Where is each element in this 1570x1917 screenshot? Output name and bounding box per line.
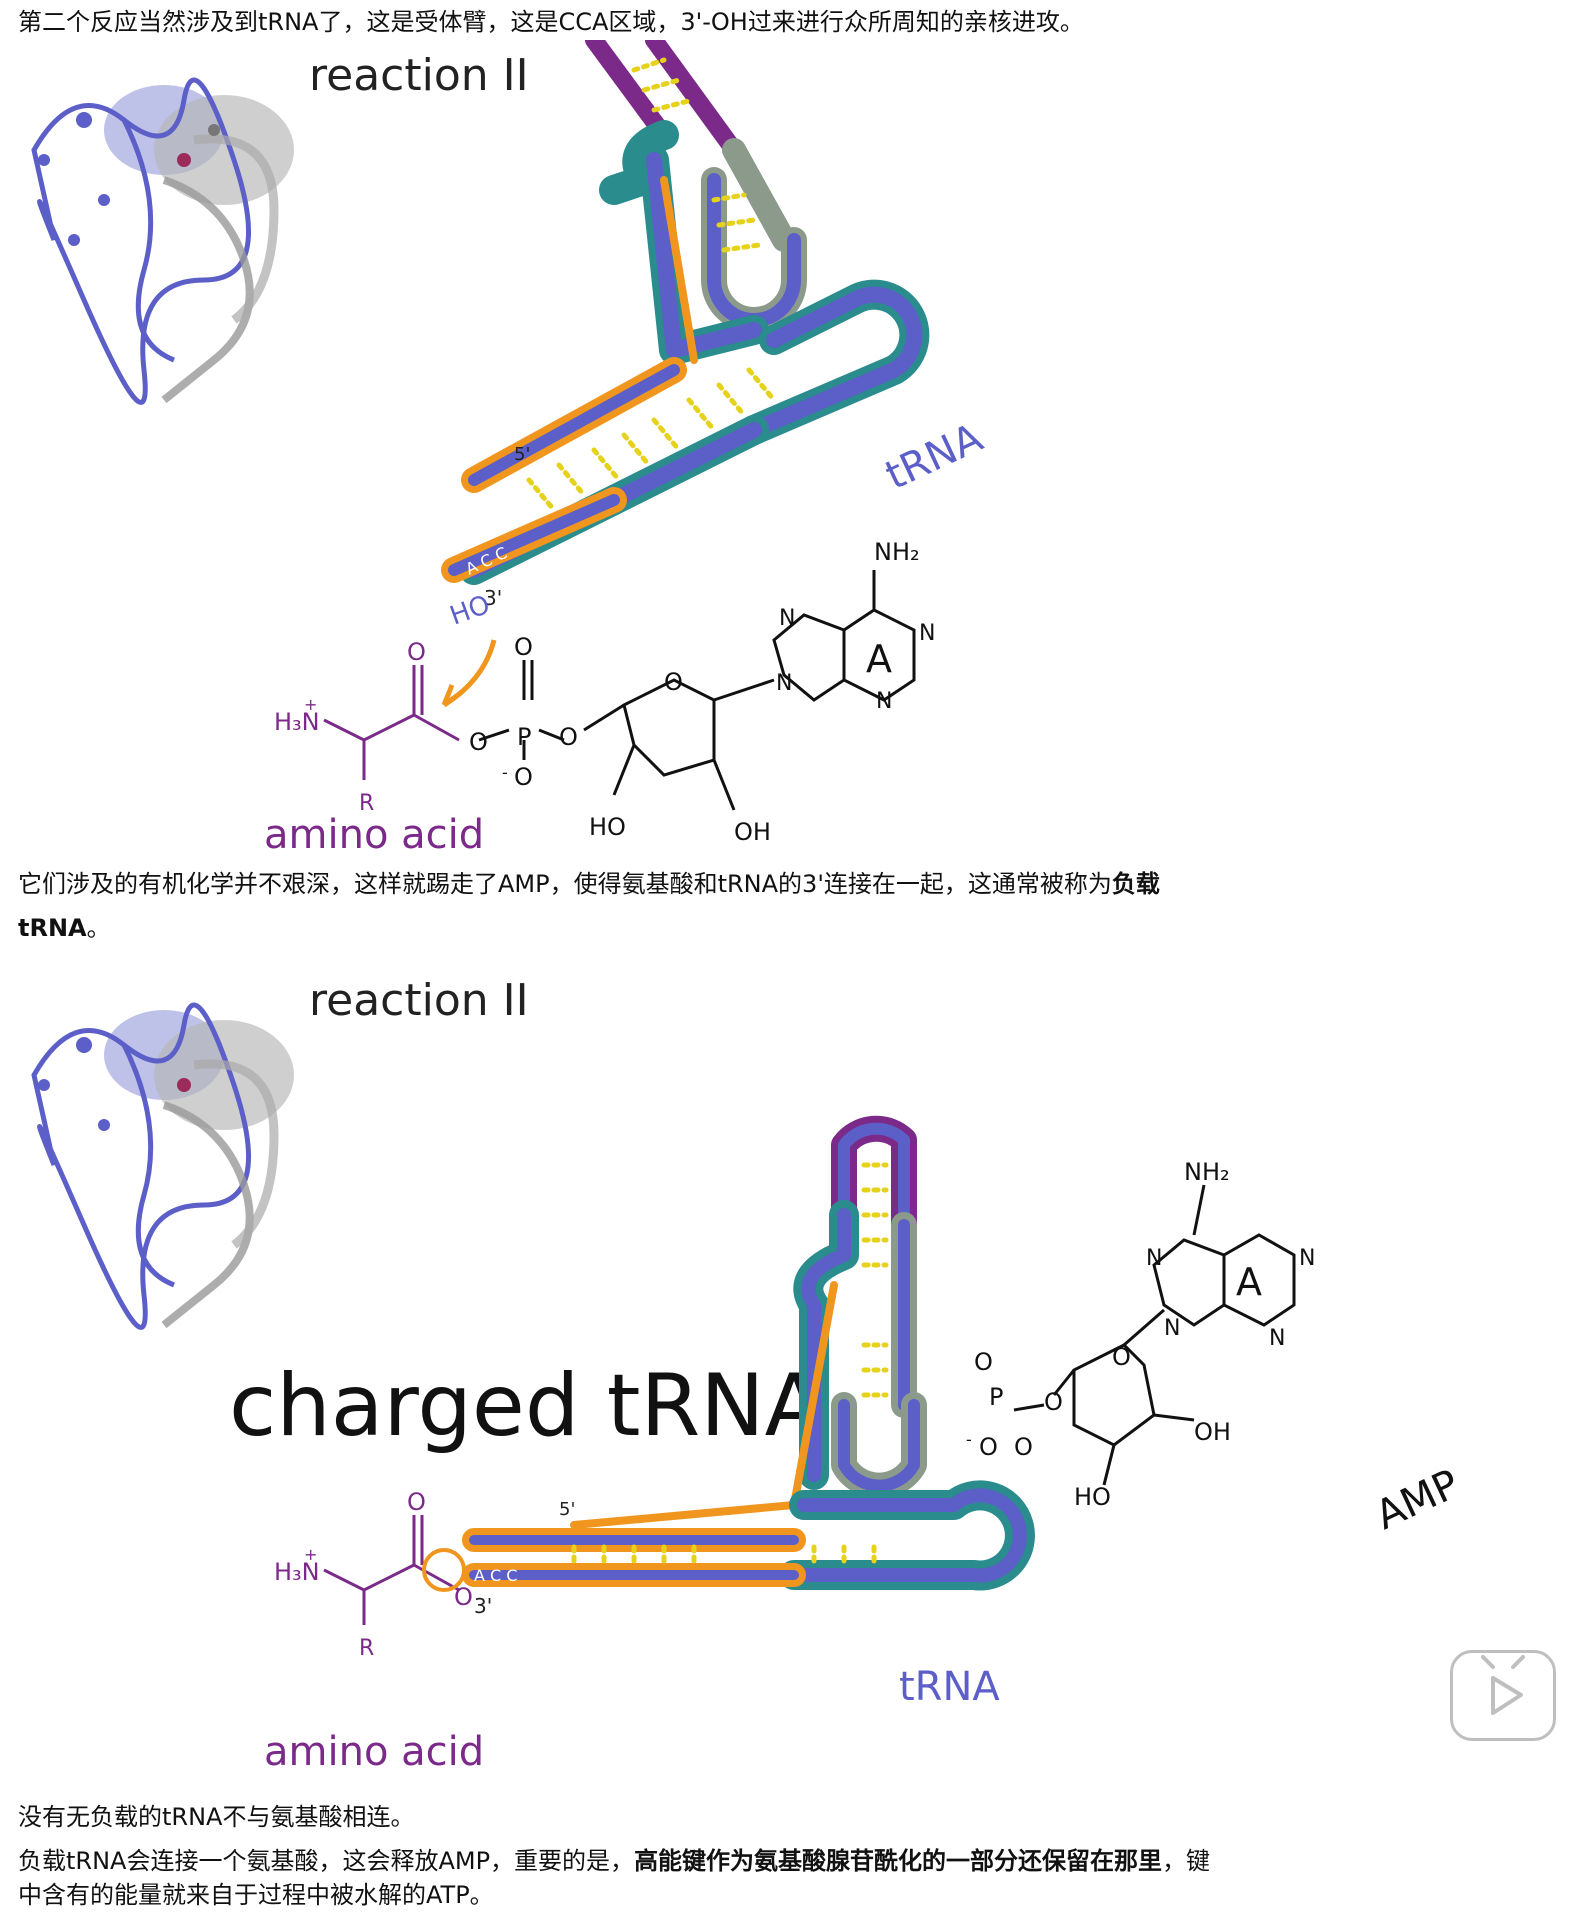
bridge-o-label: O [559, 723, 578, 751]
paragraph-uncharged-note: 没有无负载的tRNA不与氨基酸相连。 [18, 1803, 415, 1831]
nh2-label: NH₂ [1184, 1158, 1230, 1186]
attack-arrow [442, 639, 497, 708]
bold-term-trna: tRNA [18, 914, 87, 942]
paragraph-text: 。 [86, 914, 111, 942]
n7-label: N [779, 606, 795, 631]
plus-label: + [304, 1545, 317, 1564]
hydroxyl-2-label: HO [1074, 1483, 1111, 1511]
trna-label: tRNA [899, 1664, 1000, 1710]
n7-label: N [1146, 1246, 1162, 1271]
paragraph-text: ，键 [1162, 1847, 1211, 1875]
bridge-o-label: O [1044, 1388, 1063, 1416]
paragraph-charged-explanation: 它们涉及的有机化学并不艰深，这样就踢走了AMP，使得氨基酸和tRNA的3'连接在… [18, 862, 1160, 906]
trna-diagram [462, 1115, 1035, 1591]
phosphate-o-left: O [979, 1433, 998, 1461]
h3n-label: H₃N [274, 708, 320, 736]
figure-reaction-2-charged: reaction II charged tRNA 5' A C C 3' tR [31, 975, 1466, 1775]
hydroxyl-3-label: OH [1194, 1418, 1231, 1446]
adenine-a-label: A [866, 637, 892, 681]
paragraph-intro: 第二个反应当然涉及到tRNA了，这是受体臂，这是CCA区域，3'-OH过来进行众… [18, 8, 1084, 36]
paragraph-text: 它们涉及的有机化学并不艰深，这样就踢走了AMP，使得氨基酸和tRNA的3'连接在… [18, 870, 1112, 898]
attack-arrow-head [441, 684, 464, 708]
amino-acid-label: amino acid [264, 812, 484, 858]
phosphorus-label: P [989, 1383, 1003, 1411]
five-prime-label: 5' [514, 444, 530, 465]
ester-bond-highlight [422, 1548, 466, 1592]
r-group-label: R [359, 791, 374, 816]
amino-acid-label: amino acid [264, 1729, 484, 1775]
amino-acid-structure [323, 1515, 460, 1625]
hydroxyl-3-label: OH [734, 818, 771, 846]
phosphorus-label: P [517, 723, 531, 751]
r-group-label: R [359, 1636, 374, 1661]
video-play-button[interactable] [1450, 1650, 1556, 1741]
h3n-label: H₃N [274, 1558, 320, 1586]
carbonyl-o-label: O [407, 638, 426, 666]
nh2-label: NH₂ [874, 538, 920, 566]
carbonyl-o-label: O [407, 1488, 426, 1516]
n9-label: N [776, 671, 792, 696]
hydroxyl-2-label: HO [589, 813, 626, 841]
amp-label: AMP [1369, 1461, 1466, 1539]
trna-label: tRNA [879, 415, 990, 500]
paragraph-charged-explanation-line2: tRNA。 [18, 906, 111, 950]
phosphate-o-top: O [974, 1348, 993, 1376]
amp-structure [478, 570, 916, 811]
ester-o-label: O [469, 728, 488, 756]
play-icon [1491, 1676, 1523, 1715]
trna-diagram [441, 40, 930, 585]
n1-label: N [919, 621, 935, 646]
amino-acid-structure [323, 665, 460, 780]
released-amp-structure [1013, 1184, 1296, 1486]
n3-label: N [876, 689, 892, 714]
ring-o-label: O [664, 668, 683, 696]
minus-label: - [502, 763, 508, 782]
paragraph-text: 负载tRNA会连接一个氨基酸，这会释放AMP，重要的是， [18, 1847, 635, 1875]
figure-title: reaction II [309, 50, 529, 101]
paragraph-energy-note: 负载tRNA会连接一个氨基酸，这会释放AMP，重要的是，高能键作为氨基酸腺苷酰化… [18, 1839, 1210, 1883]
charged-trna-label: charged tRNA [229, 1356, 824, 1456]
n1-label: N [1299, 1246, 1315, 1271]
protein-structure-image [31, 77, 294, 405]
n3-label: N [1269, 1326, 1285, 1351]
figure-reaction-2-uncharged: reaction II [31, 40, 990, 858]
bold-emphasis: 高能键作为氨基酸腺苷酰化的一部分还保留在那里 [634, 1847, 1163, 1875]
bold-term: 负载 [1111, 870, 1160, 898]
n9-label: N [1164, 1316, 1180, 1341]
figure-title: reaction II [309, 975, 529, 1026]
acc-label: A C C [474, 1566, 517, 1585]
paragraph-energy-note-line2: 中含有的能量就来自于过程中被水解的ATP。 [18, 1881, 494, 1909]
phosphate-o-top: O [514, 633, 533, 661]
ring-o-label: O [1112, 1343, 1131, 1371]
three-prime-label: 3' [474, 1594, 492, 1618]
adenine-a-label: A [1236, 1260, 1262, 1304]
ester-o-label: O [454, 1583, 473, 1611]
minus-label: - [966, 1430, 972, 1449]
protein-structure-image [31, 1002, 294, 1330]
plus-label: + [304, 695, 317, 714]
phosphate-o-bottom: O [514, 763, 533, 791]
tv-antenna-icon [1481, 1655, 1525, 1669]
phosphate-o-right: O [1014, 1433, 1033, 1461]
five-prime-label: 5' [559, 1499, 575, 1520]
three-prime-label: 3' [484, 586, 502, 610]
